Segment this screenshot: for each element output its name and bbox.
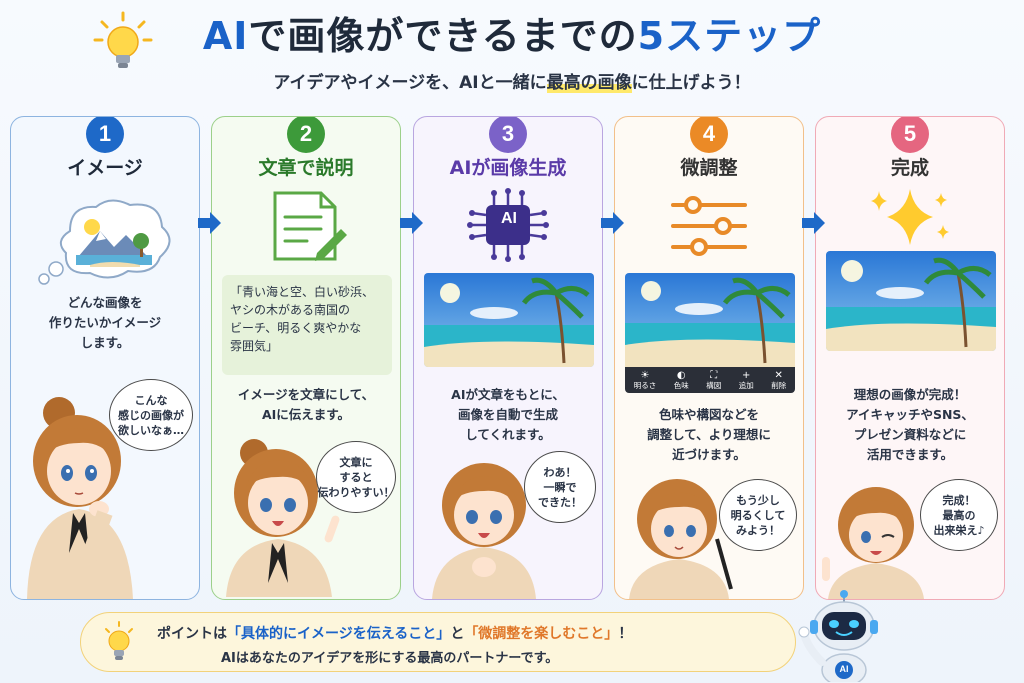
final-beach-image	[826, 251, 996, 351]
speech-bubble: こんな 感じの画像が 欲しいなぁ…	[109, 379, 193, 451]
step-card-1: 1 イメージ どんな画像を 作りたいかイメージ します。 こんな 感じの画像が …	[10, 116, 200, 600]
step-description: 理想の画像が完成！ アイキャッチやSNS、 プレゼン資料などに 活用できます。	[846, 387, 974, 462]
title-ai: AI	[202, 14, 249, 58]
subtitle: アイデアやイメージを、AIと一緒に最高の画像に仕上げよう！	[273, 73, 751, 93]
step-card-2: 2 文章で説明 「青い海と空、白い砂浜、 ヤシの木がある南国の ビーチ、明るく爽…	[211, 116, 401, 600]
step-card-3: 3 AIが画像生成 AI AIが文章をもとに、 画像を自動で生成 してくれます。	[413, 116, 603, 600]
document-pencil-icon	[273, 191, 347, 261]
step-title: 文章で説明	[258, 157, 354, 179]
speech-bubble: 完成！ 最高の 出来栄え♪	[920, 479, 998, 551]
title-end: ステップ	[665, 14, 822, 58]
tip-line-2: AIはあなたのアイデアを形にする最高のパートナーです。	[221, 651, 559, 666]
step-card-4: 4 微調整 ☀明るさ ◐色味 ⛶構図 +追加 ✕削除	[614, 116, 804, 600]
title-mid: で画像ができるまでの	[248, 14, 638, 58]
lightbulb-icon	[93, 11, 153, 68]
close-icon: ✕	[774, 370, 783, 381]
step-title: 完成	[890, 157, 929, 179]
page-title: AIで画像ができるまでの5ステップ	[0, 8, 1024, 68]
crop-tool[interactable]: ⛶構図	[706, 370, 722, 390]
ai-chip-icon	[467, 188, 549, 262]
crop-icon: ⛶	[710, 370, 718, 381]
step-number: 3	[489, 117, 527, 153]
step-number: 2	[287, 117, 325, 153]
girl-with-pen-illustration	[629, 479, 733, 599]
step-number: 1	[86, 117, 124, 153]
girl-excited-illustration	[432, 463, 536, 599]
delete-tool[interactable]: ✕削除	[771, 370, 787, 390]
step-description: イメージを文章にして、 AIに伝えます。	[237, 387, 375, 422]
step-title: AIが画像生成	[449, 157, 567, 179]
ai-chip-label: AI	[501, 210, 517, 227]
step-title: イメージ	[67, 157, 143, 179]
edit-toolbar: ☀明るさ ◐色味 ⛶構図 +追加 ✕削除	[625, 367, 795, 393]
speech-bubble: わあ！ 一瞬で できた！	[524, 451, 596, 523]
step-description: 色味や構図などを 調整して、より理想に 近づけます。	[647, 407, 771, 462]
sun-icon: ☀	[640, 370, 650, 381]
add-tool[interactable]: +追加	[738, 370, 754, 390]
thought-cloud-landscape-icon	[38, 199, 171, 285]
girl-winking-illustration	[822, 487, 924, 599]
girl-thinking-illustration	[27, 397, 133, 599]
plus-icon: +	[742, 370, 751, 381]
girl-pointing-illustration	[226, 439, 340, 597]
beach-image	[625, 273, 795, 367]
step-title: 微調整	[680, 157, 738, 179]
sparkle-icon	[871, 189, 949, 245]
lightbulb-icon	[105, 621, 133, 660]
tip-line-1: ポイントは「具体的にイメージを伝えること」と「微調整を楽しむこと」！	[157, 626, 633, 642]
color-tool[interactable]: ◐色味	[673, 370, 689, 390]
sliders-icon	[671, 196, 747, 256]
speech-bubble: 文章に すると 伝わりやすい！	[316, 441, 396, 513]
step-number: 5	[891, 117, 929, 153]
editing-preview: ☀明るさ ◐色味 ⛶構図 +追加 ✕削除	[625, 273, 795, 393]
brightness-tool[interactable]: ☀明るさ	[633, 370, 657, 390]
palette-icon: ◐	[676, 370, 686, 381]
title-five: 5	[637, 14, 666, 58]
arrow-right-icon	[198, 212, 221, 234]
arrow-right-icon	[601, 212, 624, 234]
tip-banner: ポイントは「具体的にイメージを伝えること」と「微調整を楽しむこと」！ AIはあな…	[80, 612, 796, 672]
step-number: 4	[690, 117, 728, 153]
step-card-5: 5 完成 理想の画像が完成！ アイキャッチやSNS、 プレゼン資料などに 活用で…	[815, 116, 1005, 600]
step-description: AIが文章をもとに、 画像を自動で生成 してくれます。	[451, 387, 565, 442]
step-description: どんな画像を 作りたいかイメージ します。	[48, 295, 162, 350]
robot-mascot-illustration	[798, 590, 878, 682]
arrow-right-icon	[400, 212, 423, 234]
generated-beach-image	[424, 273, 594, 367]
prompt-text-box: 「青い海と空、白い砂浜、 ヤシの木がある南国の ビーチ、明るく爽やかな 雰囲気」	[222, 275, 392, 375]
arrow-right-icon	[802, 212, 825, 234]
robot-chest-label: AI	[839, 664, 849, 674]
speech-bubble: もう少し 明るくして みよう！	[719, 479, 797, 551]
